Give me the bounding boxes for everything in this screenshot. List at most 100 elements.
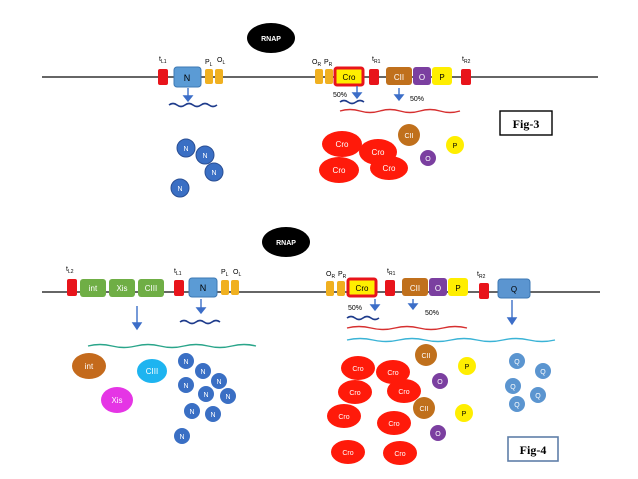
- fig3-gene-n: [173, 66, 202, 88]
- fig3-site-ol: OL: [217, 57, 225, 66]
- fig3-gene-p-label: P: [439, 73, 444, 82]
- svg-text:N: N: [189, 409, 194, 416]
- svg-text:CII: CII: [405, 133, 414, 140]
- fig4-site-tR1: tR1: [387, 268, 396, 277]
- fig3-gene-cro-label: Cro: [343, 73, 356, 82]
- fig4-operator-or: [326, 281, 334, 296]
- fig4-gene-ciii-label: CIII: [145, 284, 157, 293]
- fig4-gene-cro: [346, 277, 378, 298]
- svg-text:CII: CII: [422, 353, 431, 360]
- fig4-cii-protein-1: [415, 344, 437, 366]
- fig4-label: Fig-4: [520, 443, 547, 457]
- svg-text:P: P: [465, 364, 470, 371]
- fig3-mrna-cro: [339, 99, 365, 105]
- fig4-site-pr: PR: [338, 271, 347, 280]
- svg-text:P: P: [462, 411, 467, 418]
- fig4-label-box: [507, 436, 559, 462]
- fig3-gene-cii-label: CII: [394, 73, 404, 82]
- svg-text:N: N: [179, 434, 184, 441]
- fig3-mrna-n: [168, 102, 218, 108]
- svg-text:CII: CII: [420, 406, 429, 413]
- fig4-gene-q: [497, 278, 531, 299]
- fig3-arrows: [182, 86, 405, 103]
- fig4-percent-left: 50%: [348, 305, 362, 312]
- fig3-gene-o-label: O: [419, 73, 425, 82]
- fig4-gene-o: [429, 278, 447, 296]
- fig4-operator-pl: [221, 280, 229, 295]
- fig4-site-tL2: tL2: [66, 266, 74, 275]
- fig4-o-protein-1: [432, 373, 448, 389]
- fig3-site-tR1: tR1: [372, 56, 381, 65]
- fig3-gene-n-label: N: [184, 73, 191, 83]
- svg-text:N: N: [183, 146, 188, 153]
- svg-text:Cro: Cro: [333, 166, 346, 175]
- fig3-label: Fig-3: [513, 117, 540, 131]
- svg-text:N: N: [211, 170, 216, 177]
- fig4-mrna-q: [346, 337, 556, 343]
- svg-text:Q: Q: [540, 369, 546, 376]
- fig4-gene-o-label: O: [435, 284, 441, 293]
- fig4-rnap: [262, 227, 310, 257]
- svg-text:Cro: Cro: [342, 450, 353, 457]
- fig3-site-or: OR: [312, 59, 321, 68]
- fig4-mrna-cro: [346, 315, 380, 321]
- fig4-site-tR2: tR2: [477, 271, 486, 280]
- svg-text:Cro: Cro: [336, 140, 349, 149]
- fig3-percent-left: 50%: [333, 92, 347, 99]
- fig3-operator-pr: [325, 69, 333, 84]
- fig3-o-protein: [420, 150, 436, 166]
- fig4-gene-n-label: N: [200, 283, 207, 293]
- fig4-panel: RNAP tL2 int Xis CIII tL1 N PL OL OR PR …: [42, 227, 600, 465]
- svg-text:N: N: [183, 359, 188, 366]
- fig3-cro-proteins: Cro Cro Cro Cro: [319, 131, 408, 183]
- fig4-gene-p-label: P: [455, 284, 460, 293]
- svg-text:Q: Q: [535, 393, 541, 400]
- svg-text:Cro: Cro: [394, 451, 405, 458]
- fig3-site-tR2: tR2: [462, 56, 471, 65]
- fig3-n-proteins: N N N N: [170, 138, 224, 198]
- fig4-mrna-cii-o-p: [346, 325, 468, 331]
- svg-text:N: N: [177, 186, 182, 193]
- fig4-mrna-int-xis-ciii: [87, 343, 257, 349]
- fig4-gene-cii: [402, 278, 428, 296]
- svg-text:Cro: Cro: [352, 366, 363, 373]
- svg-text:N: N: [225, 394, 230, 401]
- fig4-int-protein: [72, 353, 106, 379]
- fig3-site-pl: PL: [205, 59, 213, 68]
- fig3-rnap: [247, 23, 295, 53]
- svg-text:Q: Q: [510, 384, 516, 391]
- fig3-gene-o: [413, 67, 431, 85]
- fig4-n-proteins: N N N N N N N N N: [174, 353, 236, 444]
- fig4-gene-q-label: Q: [511, 285, 517, 294]
- fig4-gene-int: [80, 279, 106, 297]
- fig4-terminator-tL1: [174, 280, 184, 296]
- fig4-gene-ciii: [138, 279, 164, 297]
- fig3-site-tL1: tL1: [159, 56, 167, 65]
- fig4-cii-protein-2: [413, 397, 435, 419]
- fig3-terminator-tL1: [158, 69, 168, 85]
- svg-text:Xis: Xis: [111, 396, 122, 405]
- fig4-rnap-label: RNAP: [276, 240, 296, 247]
- fig4-gene-cro-label: Cro: [356, 284, 369, 293]
- fig4-gene-int-label: int: [89, 284, 98, 293]
- fig3-gene-p: [432, 67, 452, 85]
- fig3-terminator-tR2: [461, 69, 471, 85]
- fig3-site-pr: PR: [324, 59, 333, 68]
- svg-text:N: N: [183, 383, 188, 390]
- svg-text:N: N: [200, 369, 205, 376]
- fig3-cii-protein: [398, 124, 420, 146]
- fig3-operator-ol: [215, 69, 223, 84]
- fig4-xis-protein: [101, 387, 133, 413]
- svg-text:N: N: [216, 379, 221, 386]
- fig4-gene-xis-label: Xis: [116, 284, 127, 293]
- svg-text:Cro: Cro: [398, 389, 409, 396]
- fig4-mrna-n: [179, 319, 221, 325]
- fig3-percent-right: 50%: [410, 96, 424, 103]
- svg-text:Cro: Cro: [372, 148, 385, 157]
- fig4-terminator-tL2: [67, 279, 77, 296]
- fig3-rnap-label: RNAP: [261, 36, 281, 43]
- svg-text:CIII: CIII: [146, 367, 158, 376]
- svg-text:Cro: Cro: [387, 370, 398, 377]
- fig4-q-proteins: Q Q Q Q Q: [505, 353, 551, 412]
- svg-text:O: O: [425, 156, 431, 163]
